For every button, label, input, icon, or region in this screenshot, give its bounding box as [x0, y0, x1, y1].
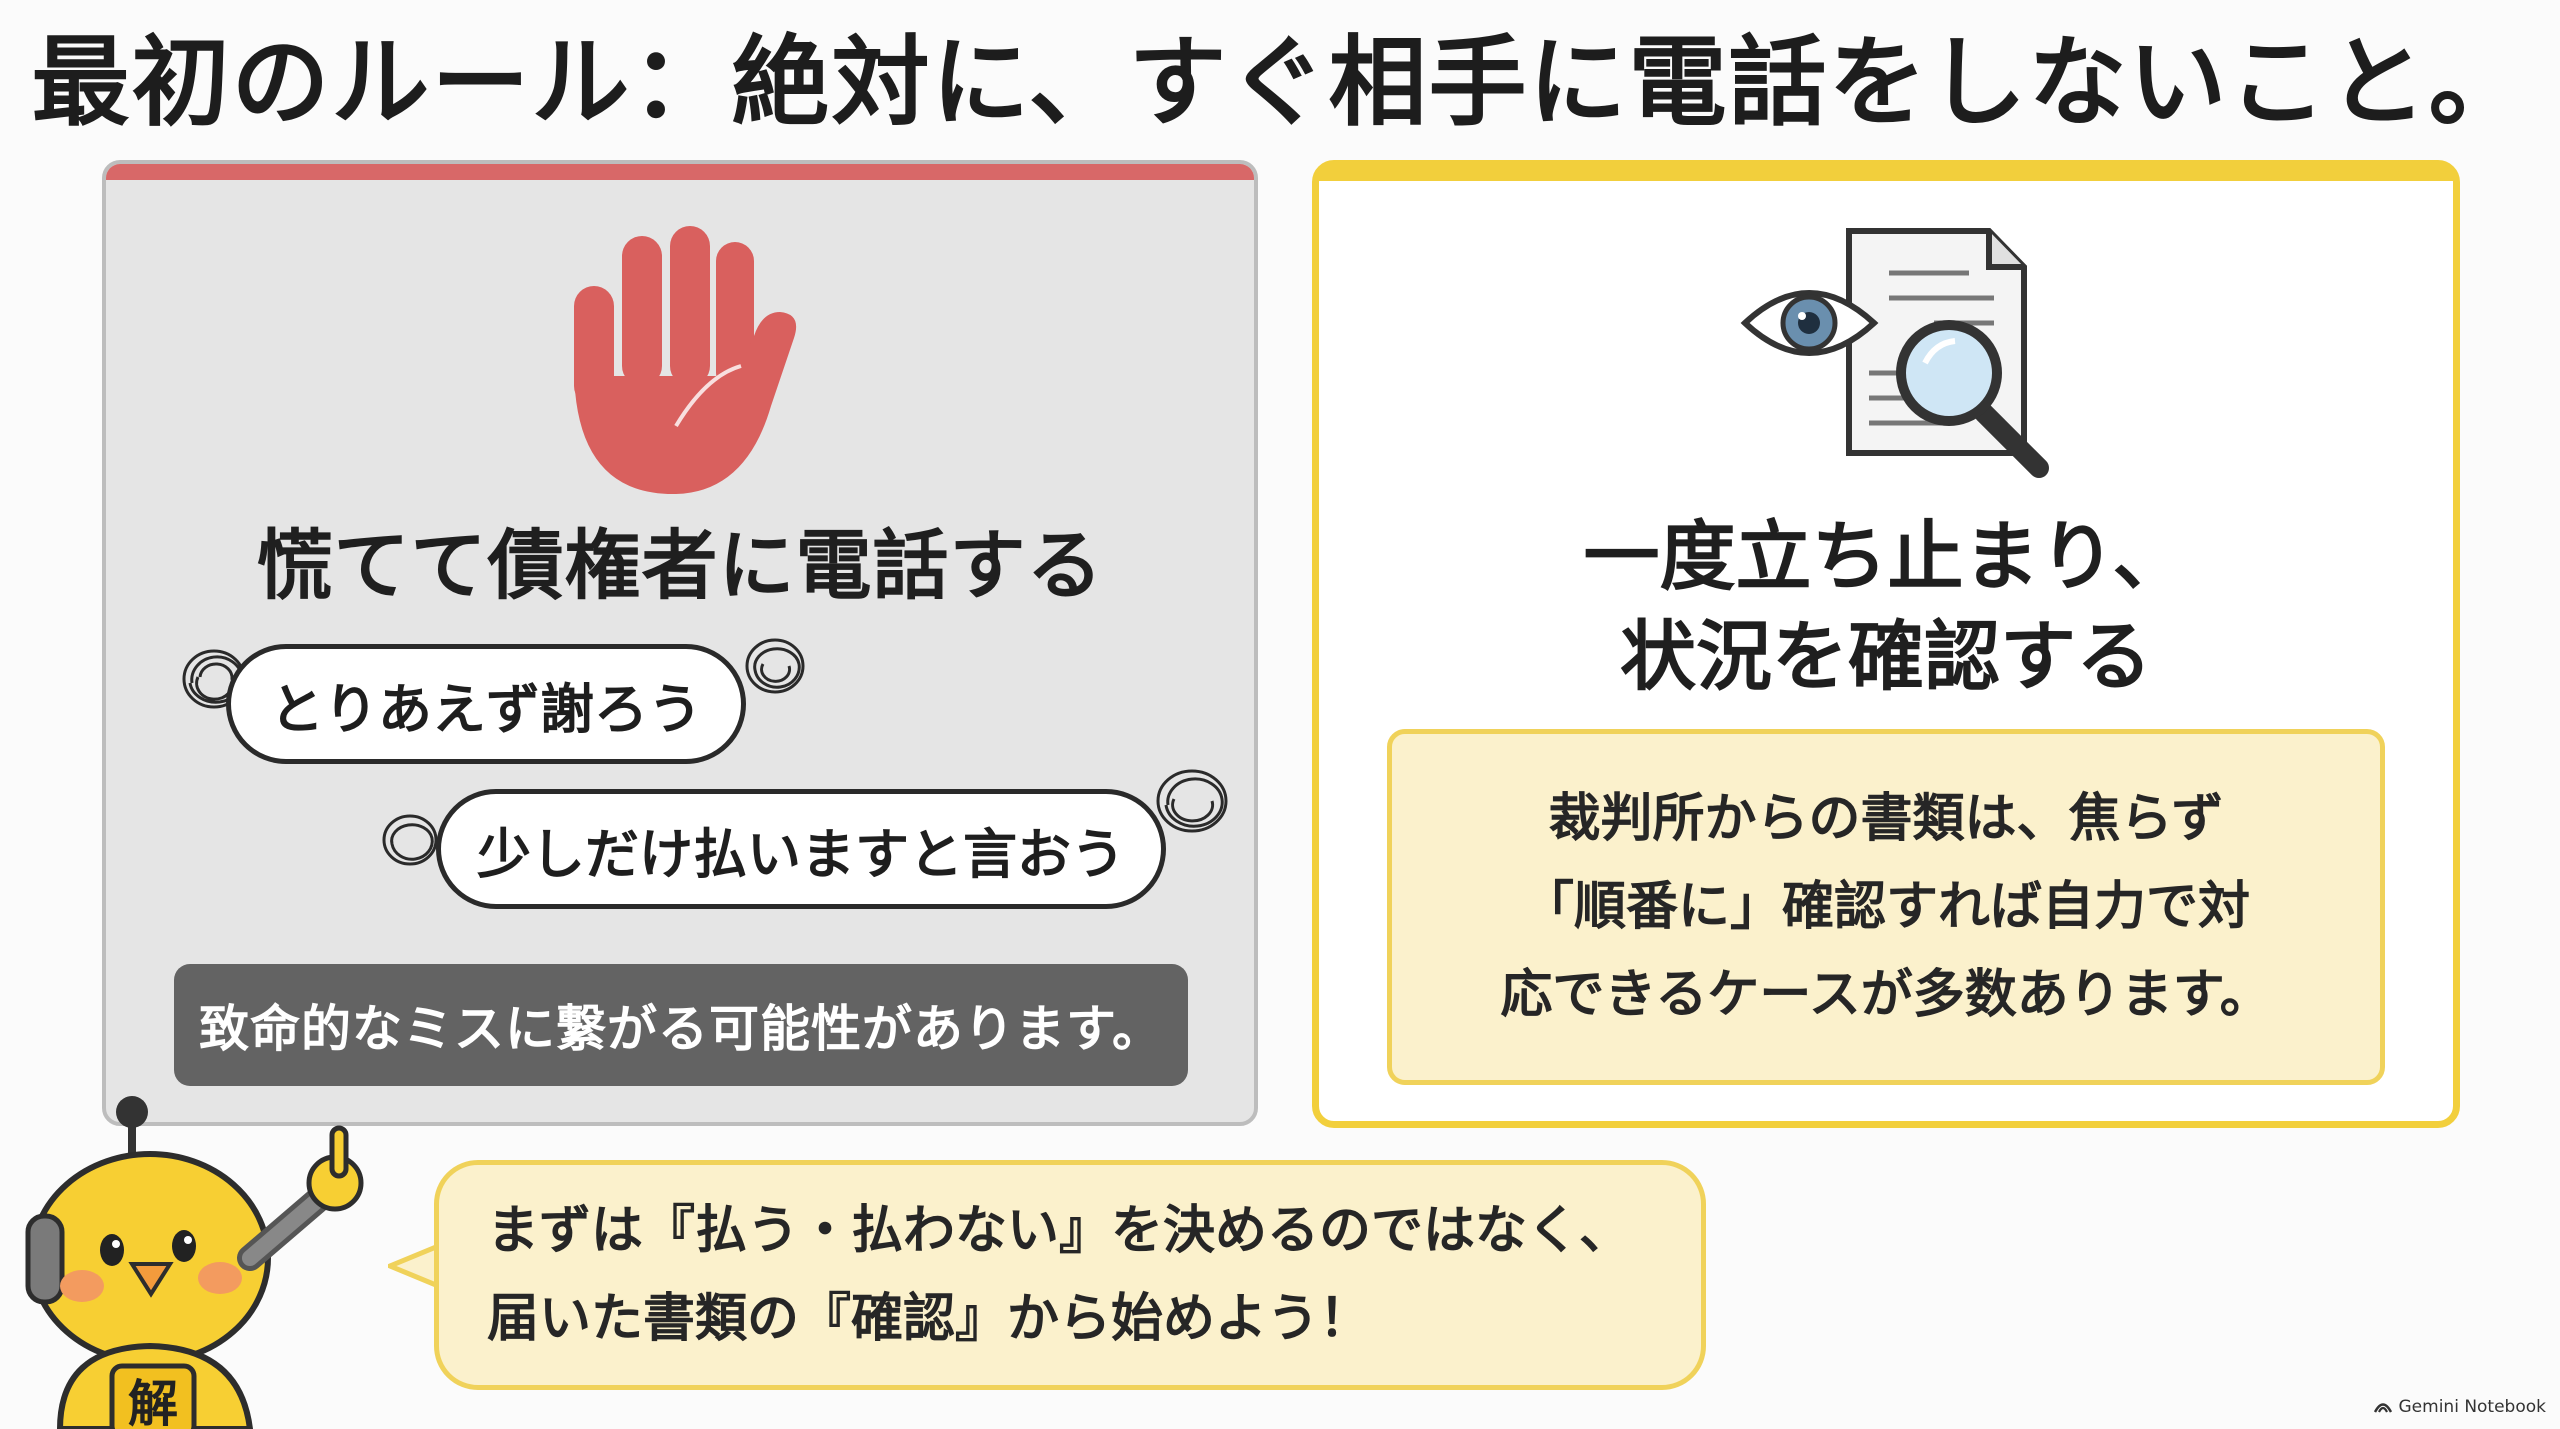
brand-watermark: Gemini Notebook [2373, 1397, 2547, 1417]
thought-bubble-apologize: とりあえず謝ろう [226, 644, 746, 764]
page-title: 最初のルール：絶対に、すぐ相手に電話をしないこと。 [31, 26, 2529, 140]
panel-accent-bar [1319, 167, 2453, 181]
mascot-badge: 解 [128, 1375, 178, 1429]
stress-scribble-icon [1156, 769, 1228, 833]
document-inspection-icon [1740, 228, 2049, 478]
bad-example-panel: 慌てて債権者に電話する とりあえず謝ろう 少しだけ払いますと言おう 致命的なミス… [102, 160, 1258, 1126]
good-action-heading-line1: 一度立ち止まり、 [1583, 512, 2189, 601]
info-line-1: 裁判所からの書類は、焦らず [1548, 789, 2224, 849]
speech-line-2: 届いた書類の『確認』から始めよう！ [487, 1289, 1372, 1349]
info-box: 裁判所からの書類は、焦らず 「順番に」確認すれば自力で対 応できるケースが多数あ… [1387, 729, 2385, 1085]
info-line-3: 応できるケースが多数あります。 [1500, 965, 2272, 1025]
warning-box: 致命的なミスに繋がる可能性があります。 [174, 964, 1188, 1086]
stress-scribble-icon [745, 638, 805, 694]
mascot-speech-bubble: まずは『払う・払わない』を決めるのではなく、 届いた書類の『確認』から始めよう！ [434, 1160, 1706, 1390]
bad-action-heading: 慌てて債権者に電話する [256, 521, 1104, 610]
stop-hand-icon [574, 226, 797, 495]
info-line-2: 「順番に」確認すれば自力で対 [1521, 877, 2250, 937]
good-example-panel: 一度立ち止まり、 状況を確認する 裁判所からの書類は、焦らず 「順番に」確認すれ… [1312, 160, 2460, 1128]
speech-line-1: まずは『払う・払わない』を決めるのではなく、 [487, 1201, 1632, 1261]
good-action-heading: 一度立ち止まり、 状況を確認する [1319, 507, 2453, 707]
brand-label: Gemini Notebook [2398, 1397, 2547, 1417]
thought-bubble-partial-pay: 少しだけ払いますと言おう [436, 789, 1166, 909]
good-action-heading-line2: 状況を確認する [1620, 612, 2152, 701]
panel-accent-bar [106, 164, 1254, 180]
robot-chick-mascot: 解 [25, 1096, 364, 1429]
notebook-logo-icon [2373, 1403, 2392, 1413]
